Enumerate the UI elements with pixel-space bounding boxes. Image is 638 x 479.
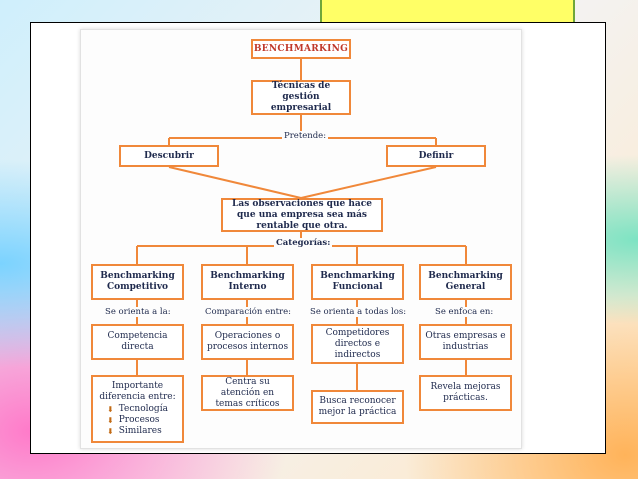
discover-text: Descubrir	[144, 150, 194, 161]
category-focus: Competidores directos e indirectos	[325, 327, 390, 360]
list-item: ⬇Similares	[107, 426, 162, 436]
category-focus-box: Operaciones o procesos internos	[201, 324, 294, 360]
discover-box: Descubrir	[119, 145, 219, 167]
line-define-observation	[300, 166, 437, 199]
diagram-paper: BENCHMARKING Técnicas de gestión empresa…	[80, 29, 522, 449]
category-name: Benchmarking General	[428, 271, 503, 292]
connector-lines	[136, 59, 467, 390]
list-item: ⬇Procesos	[107, 415, 160, 425]
observation-box: Las observaciones que hace que una empre…	[221, 198, 383, 232]
category-detail: Revela mejoras prácticas.	[430, 382, 501, 403]
category-functional-box: Benchmarking Funcional	[311, 264, 404, 300]
category-connector: Se orienta a la:	[103, 307, 173, 317]
category-detail-box: Revela mejoras prácticas.	[419, 375, 512, 411]
slide-frame: BENCHMARKING Técnicas de gestión empresa…	[30, 22, 606, 454]
categories-label: Categorías:	[274, 238, 333, 248]
category-name: Benchmarking Interno	[210, 271, 285, 292]
category-connector: Se enfoca en:	[433, 307, 496, 317]
category-connector: Se orienta a todas los:	[308, 307, 409, 317]
list-item: ⬇Tecnología	[107, 404, 168, 414]
category-focus-box: Competidores directos e indirectos	[311, 324, 404, 364]
category-detail-box: Busca reconocer mejor la práctica	[311, 390, 404, 424]
category-general-box: Benchmarking General	[419, 264, 512, 300]
category-internal-box: Benchmarking Interno	[201, 264, 294, 300]
category-focus-box: Otras empresas e industrias	[419, 324, 512, 360]
root-child-box: Técnicas de gestión empresarial	[251, 80, 351, 115]
pretende-label: Pretende:	[282, 131, 329, 141]
category-name: Benchmarking Competitivo	[100, 271, 175, 292]
category-focus: Operaciones o procesos internos	[206, 331, 289, 352]
category-detail: Busca reconocer mejor la práctica	[318, 396, 397, 417]
line-discover-observation	[168, 166, 302, 199]
arrow-bullet-icon: ⬇	[107, 416, 114, 425]
title-text: BENCHMARKING	[253, 43, 349, 54]
category-focus: Competencia directa	[107, 331, 168, 352]
category-detail-box: Centra su atención en temas críticos	[201, 375, 294, 411]
arrow-bullet-icon: ⬇	[107, 427, 114, 436]
category-competitive-box: Benchmarking Competitivo	[91, 264, 184, 300]
define-text: Definir	[418, 150, 454, 161]
observation-text: Las observaciones que hace que una empre…	[232, 198, 372, 231]
category-focus: Otras empresas e industrias	[425, 331, 506, 352]
category-name: Benchmarking Funcional	[320, 271, 395, 292]
root-child-text: Técnicas de gestión empresarial	[270, 81, 332, 113]
category-detail: Centra su atención en temas críticos	[215, 376, 280, 409]
category-detail-box: Importante diferencia entre: ⬇Tecnología…	[91, 375, 184, 443]
category-focus-box: Competencia directa	[91, 324, 184, 360]
detail-title: Importante diferencia entre:	[99, 381, 176, 402]
arrow-bullet-icon: ⬇	[107, 405, 114, 414]
define-box: Definir	[386, 145, 486, 167]
detail-list: ⬇Tecnología ⬇Procesos ⬇Similares	[107, 404, 168, 437]
title-box: BENCHMARKING	[251, 39, 351, 59]
category-connector: Comparación entre:	[203, 307, 293, 317]
